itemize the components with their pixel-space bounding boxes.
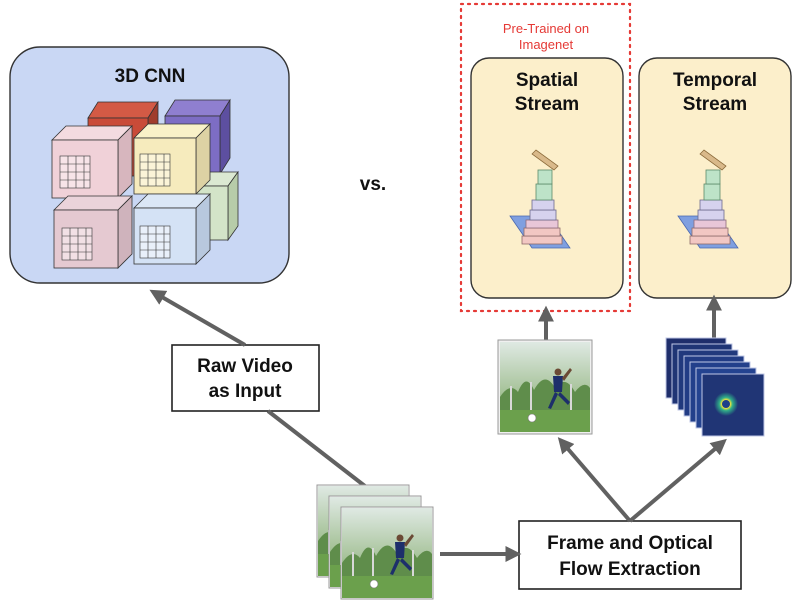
pretrained-label-line1: Pre-Trained on [503, 21, 589, 36]
spatial-stream-title-line2: Stream [515, 94, 579, 115]
front-cube-pink [51, 125, 133, 199]
raw-video-line2: as Input [209, 381, 283, 402]
arrow-extraction-to-flow [628, 438, 727, 523]
extracted-rgb-frame [497, 339, 593, 435]
raw-video-box: Raw Video as Input [171, 344, 320, 412]
spatial-stream-title-line1: Spatial [516, 70, 578, 91]
vs-label: vs. [360, 174, 386, 195]
spatial-stream-panel: Spatial Stream [470, 57, 624, 299]
temporal-stream-panel: Temporal Stream [638, 57, 792, 299]
input-video-frames [316, 484, 434, 600]
arrow-rawvideo-to-cnn [149, 289, 247, 347]
raw-video-line1: Raw Video [197, 356, 293, 377]
cnn-panel-title: 3D CNN [115, 66, 186, 87]
temporal-stream-title-line1: Temporal [673, 70, 757, 91]
optical-flow-stack [665, 337, 765, 437]
line-video-to-rawvideo [266, 409, 372, 492]
arrows [149, 289, 727, 562]
pretrained-label-line2: Imagenet [519, 37, 574, 52]
cnn-cube-illustration [51, 98, 239, 269]
arrow-extraction-to-frame [557, 437, 632, 523]
front-cube-yellow [133, 123, 211, 195]
front-cube-mauve [53, 195, 133, 269]
extraction-box: Frame and Optical Flow Extraction [518, 520, 742, 590]
extraction-line1: Frame and Optical [547, 533, 713, 554]
extraction-line2: Flow Extraction [559, 559, 700, 580]
front-cube-blue [133, 193, 211, 265]
temporal-stream-title-line2: Stream [683, 94, 747, 115]
